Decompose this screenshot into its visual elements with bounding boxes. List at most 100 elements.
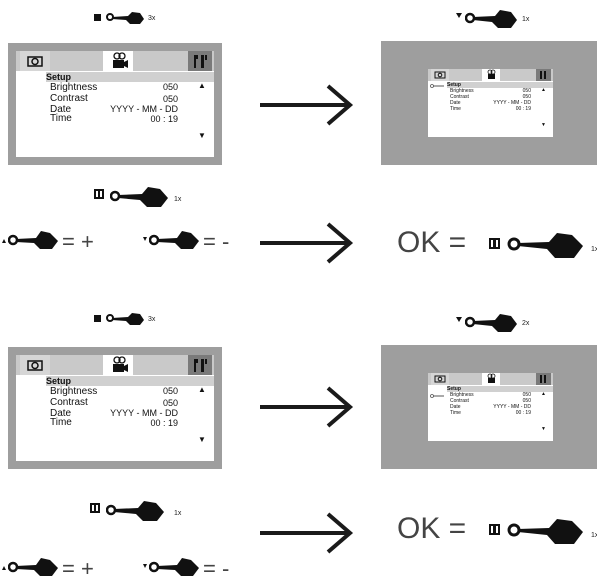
menu-value-date: YYYY - MM - DD [493, 404, 531, 410]
confirm-row: OK = 1x [397, 226, 597, 266]
stop-square-icon [94, 14, 101, 21]
pointing-hand-icon [507, 519, 583, 544]
menu-label-time[interactable]: Time [450, 410, 461, 416]
stop-square-icon [94, 315, 101, 322]
pointer-hand-icon [430, 84, 444, 88]
scroll-down-arrow[interactable]: ▼ [198, 435, 206, 444]
menu-label-contrast[interactable]: Contrast [450, 398, 469, 404]
tab-bar [16, 355, 214, 375]
scroll-up-arrow[interactable]: ▲ [541, 391, 546, 397]
scroll-down-arrow[interactable]: ▼ [541, 122, 546, 128]
scroll-up-arrow[interactable]: ▲ [198, 385, 206, 394]
menu-value-date: YYYY - MM - DD [110, 104, 178, 114]
tab-bar [428, 373, 553, 385]
menu-label-time[interactable]: Time [450, 106, 461, 112]
tab-settings[interactable] [536, 373, 551, 385]
pointing-hand-icon [106, 12, 144, 24]
menu-label-contrast[interactable]: Contrast [50, 397, 88, 408]
menu-label-date[interactable]: Date [50, 104, 72, 115]
video-camera-icon [113, 356, 128, 372]
menu-value-time: 00 : 19 [150, 114, 178, 124]
tab-video[interactable] [103, 355, 133, 375]
down-triangle-icon [143, 564, 147, 568]
tab-photo[interactable] [20, 355, 50, 375]
camera-icon [27, 56, 43, 67]
down-triangle-icon [143, 237, 147, 241]
pointing-hand-icon [507, 233, 583, 258]
tools-icon [540, 71, 546, 79]
tab-video[interactable] [482, 373, 500, 385]
pointing-hand-icon [106, 313, 144, 325]
scroll-down-arrow[interactable]: ▼ [541, 426, 546, 432]
menu-value-time: 00 : 19 [150, 418, 178, 428]
tab-settings[interactable] [188, 355, 212, 375]
menu-label-time[interactable]: Time [50, 417, 72, 428]
menu-label-brightness[interactable]: Brightness [50, 82, 98, 93]
camera-icon [27, 360, 43, 371]
pointing-hand-icon [110, 187, 168, 207]
tab-settings[interactable] [188, 51, 212, 71]
big-arrow-icon [260, 386, 354, 428]
menu-value-time: 00 : 19 [515, 106, 531, 112]
menu-title: Setup [447, 386, 553, 392]
pointing-hand-icon [149, 558, 199, 576]
menu-label-contrast[interactable]: Contrast [450, 94, 469, 100]
press-count: 3x [148, 316, 156, 323]
menu-label-contrast[interactable]: Contrast [50, 93, 88, 104]
camera-screen-large: Setup Brightness 050 Contrast 050 Date Y… [8, 43, 222, 165]
menu-label-time[interactable]: Time [50, 113, 72, 124]
tab-settings[interactable] [536, 69, 551, 81]
menu-title: Setup [46, 72, 214, 82]
menu-value-contrast: 050 [522, 94, 531, 100]
menu-title: Setup [46, 376, 214, 386]
menu-screen: Setup Brightness 050 Contrast 050 Date Y… [16, 355, 214, 461]
big-arrow-icon [260, 84, 354, 126]
plus-label: = + [62, 556, 94, 581]
video-camera-icon [487, 373, 496, 383]
menu-screen: Setup Brightness 050 Contrast 050 Date Y… [16, 51, 214, 157]
tools-icon [194, 359, 207, 372]
pause-icon [489, 238, 500, 249]
scroll-up-arrow[interactable]: ▲ [198, 81, 206, 90]
menu-value-contrast: 050 [522, 398, 531, 404]
confirm-row: OK = 1x [397, 512, 597, 552]
menu-title: Setup [447, 82, 553, 88]
plus-label: = + [62, 229, 94, 254]
menu-label-brightness[interactable]: Brightness [450, 392, 474, 398]
scroll-down-arrow[interactable]: ▼ [198, 131, 206, 140]
minus-label: = - [203, 229, 230, 254]
video-camera-icon [487, 69, 496, 79]
press-count: 1x [591, 246, 597, 253]
menu-label-date[interactable]: Date [450, 404, 461, 410]
menu-value-date: YYYY - MM - DD [493, 100, 531, 106]
tab-photo[interactable] [20, 51, 50, 71]
press-count: 3x [148, 15, 156, 22]
scroll-up-arrow[interactable]: ▲ [541, 87, 546, 93]
press-count: 2x [522, 320, 530, 327]
tab-video[interactable] [103, 51, 133, 71]
pointing-hand-icon [106, 501, 164, 521]
menu-value-brightness: 050 [522, 88, 531, 94]
menu-value-brightness: 050 [162, 386, 178, 396]
menu-value-date: YYYY - MM - DD [110, 408, 178, 418]
tab-photo[interactable] [431, 69, 449, 81]
menu-value-contrast: 050 [162, 94, 178, 104]
menu-label-date[interactable]: Date [50, 408, 72, 419]
up-triangle-icon [2, 566, 6, 570]
down-triangle-icon [456, 13, 462, 18]
tab-photo[interactable] [431, 373, 449, 385]
tab-video[interactable] [482, 69, 500, 81]
tab-bar [16, 51, 214, 71]
press-count: 1x [174, 510, 182, 517]
pointing-hand-icon [8, 558, 58, 576]
big-arrow-icon [260, 222, 354, 264]
adjust-row: = + = - [0, 227, 260, 257]
ok-label: OK = [397, 226, 467, 259]
menu-label-brightness[interactable]: Brightness [450, 88, 474, 94]
press-count: 1x [522, 16, 530, 23]
menu-label-date[interactable]: Date [450, 100, 461, 106]
menu-label-brightness[interactable]: Brightness [50, 386, 98, 397]
pointing-hand-icon [149, 231, 199, 249]
pointer-hand-icon [430, 394, 444, 398]
camera-icon [434, 375, 446, 383]
